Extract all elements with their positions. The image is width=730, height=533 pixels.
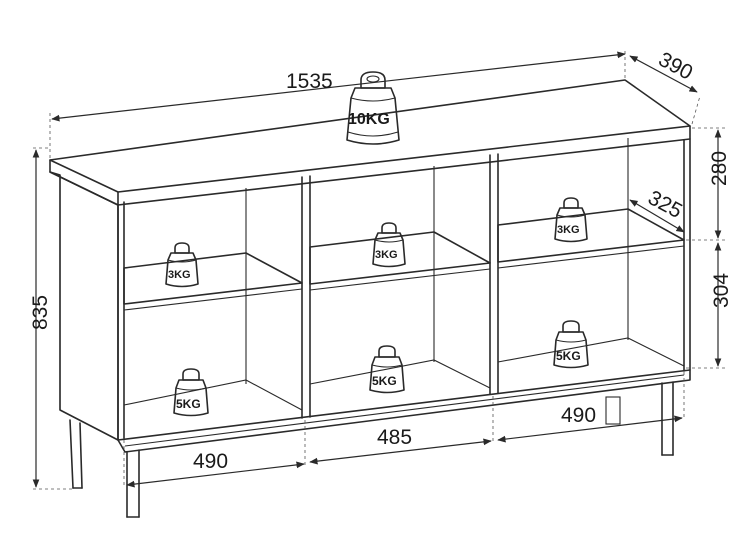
left-width-label: 490 <box>193 450 228 473</box>
shelf-left <box>123 252 303 311</box>
depth-label: 390 <box>655 48 697 85</box>
cabinet <box>49 79 691 453</box>
kettlebell-weight-icon: 5KG <box>369 345 405 394</box>
height-label: 835 <box>29 295 52 330</box>
dimension-lines <box>30 50 725 490</box>
shelf-center <box>309 231 491 291</box>
width-label: 1535 <box>286 70 333 93</box>
weight-label-upper-left: 3KG <box>168 269 191 281</box>
center-width-label: 485 <box>377 426 412 449</box>
weight-label-upper-right: 3KG <box>557 224 580 236</box>
leg-back-left <box>69 419 83 489</box>
shelf-right <box>497 208 685 269</box>
inner-depth-label: 325 <box>644 186 686 223</box>
left-side-panel <box>49 171 119 441</box>
weight-label-upper-center: 3KG <box>375 249 398 261</box>
weight-label-lower-left: 5KG <box>176 397 201 411</box>
divider-right <box>489 153 499 395</box>
kettlebell-weight-icon: 3KG <box>165 242 199 288</box>
divider-left <box>301 175 311 419</box>
bottom-rail <box>117 369 691 453</box>
weight-label-lower-center: 5KG <box>372 374 397 388</box>
weight-label-lower-right: 5KG <box>556 349 581 363</box>
kettlebell-weight-icon: 3KG <box>372 222 406 268</box>
weight-label-top: 10KG <box>348 111 390 128</box>
kettlebell-weight-icon: 3KG <box>554 197 588 243</box>
legs <box>69 381 674 518</box>
right-width-label: 490 <box>561 404 596 427</box>
top-shelf-height-label: 280 <box>708 151 730 186</box>
kettlebell-weight-icon: 5KG <box>553 320 589 369</box>
kettlebell-weight-icon: 5KG <box>173 368 209 417</box>
kettlebell-weight-icon: 10KG <box>346 71 400 145</box>
leg-front-right <box>661 381 674 456</box>
bottom-shelf-height-label: 304 <box>710 273 730 308</box>
